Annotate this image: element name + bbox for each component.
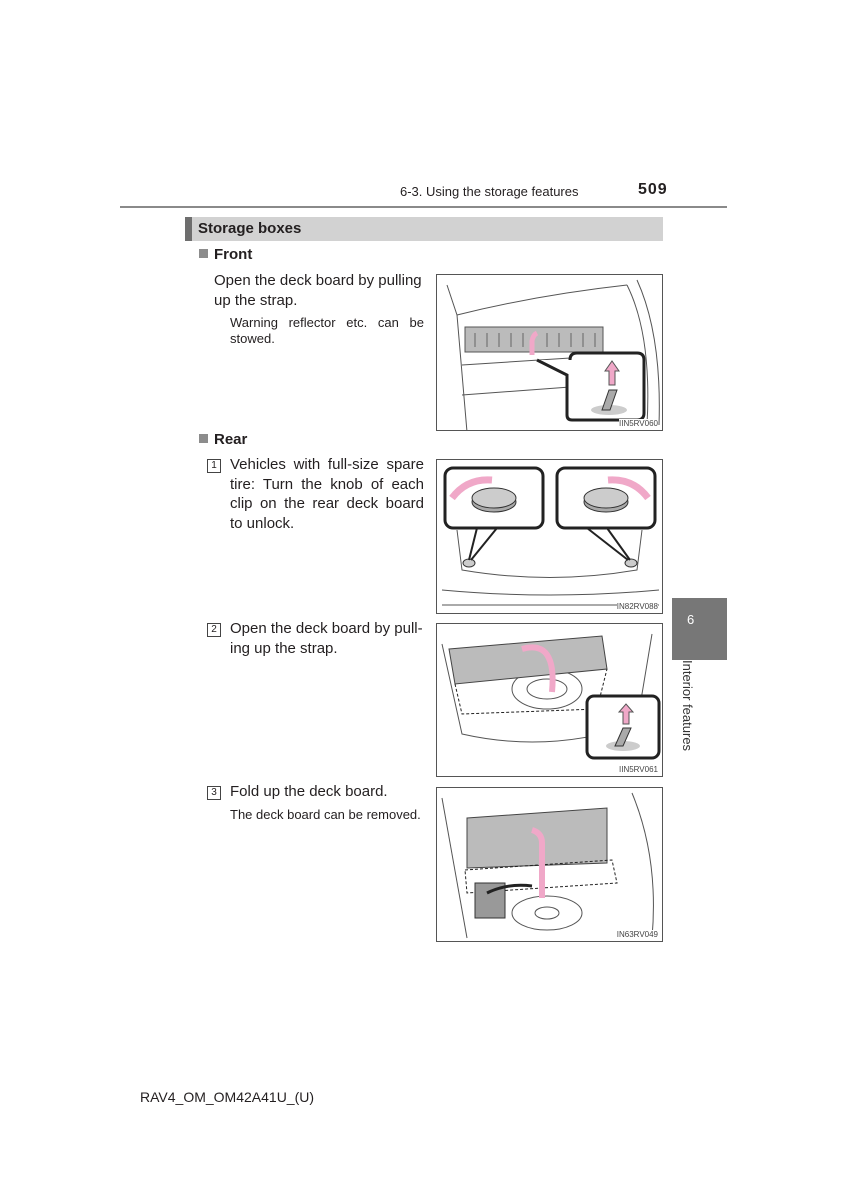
front-deck-illustration [446, 279, 660, 430]
up-arrow-icon [617, 703, 635, 725]
header-rule [120, 206, 727, 208]
figure-front-deck-board: IIN5RV060 [436, 274, 663, 431]
rotate-arrow-icon [607, 476, 651, 501]
step-1-text: Vehicles with full-size spare tire: Turn… [230, 456, 424, 532]
figure-open-deck-board: IIN5RV061 [436, 623, 663, 777]
front-text: Open the deck board by pulling up the st… [214, 272, 422, 309]
step-3-note: The deck board can be removed. [230, 807, 421, 822]
open-deck-illustration [441, 633, 661, 760]
step-2-text: Open the deck board by pull-ing up the s… [230, 620, 423, 657]
rotate-arrow-icon [449, 476, 493, 501]
figure-label: IIN5RV060 [619, 419, 658, 428]
step-3-text: Fold up the deck board. [230, 783, 388, 800]
chapter-tab[interactable]: 6 [672, 598, 727, 660]
subheading-rear: Rear [199, 431, 247, 448]
lift-arrow-icon [521, 644, 556, 693]
footer-doc-code: RAV4_OM_OM42A41U_(U) [140, 1089, 315, 1105]
section-heading: Storage boxes [185, 217, 663, 241]
section-title: Storage boxes [198, 220, 302, 237]
up-arrow-icon [604, 360, 620, 386]
step-number-1: 1 [207, 459, 221, 473]
chapter-number: 6 [687, 612, 695, 627]
fold-deck-illustration [441, 792, 654, 939]
step-number-3: 3 [207, 786, 221, 800]
chapter-label: Interior features [680, 660, 695, 752]
figure-fold-deck-board: IN63RV049 [436, 787, 663, 942]
subheading-front: Front [199, 246, 252, 263]
figure-label: IN63RV049 [616, 930, 658, 939]
figure-rear-clips: IN82RV088 [436, 459, 663, 614]
rear-clips-illustration [441, 466, 660, 606]
fold-arrow-icon [530, 827, 545, 898]
front-note: Warning reflector etc. can be stowed. [230, 315, 424, 346]
remove-arrow-icon [486, 883, 533, 895]
figure-label: IIN5RV061 [619, 765, 658, 774]
step-number-2: 2 [207, 623, 221, 637]
figure-label: IN82RV088 [616, 602, 658, 611]
page-number: 509 [638, 181, 668, 198]
header-section-title: 6-3. Using the storage features [400, 184, 579, 199]
pull-arrow-icon [529, 330, 539, 355]
